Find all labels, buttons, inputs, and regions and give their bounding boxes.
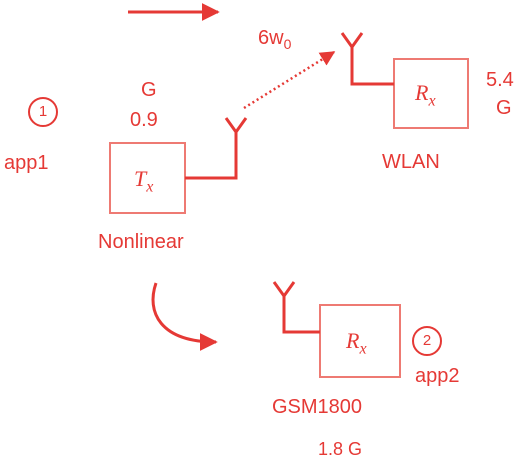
harmonic-label: 6w0	[258, 27, 292, 52]
app2-label: app2	[415, 365, 460, 387]
antenna-icon	[340, 32, 364, 48]
app1-number-badge: 1	[28, 97, 58, 127]
gsm-receiver-box	[319, 304, 401, 378]
transmitter-symbol: Tx	[134, 166, 154, 196]
wlan-receiver-symbol: Rx	[415, 80, 436, 110]
wlan-freq-unit: G	[496, 97, 512, 119]
gsm-freq: 1.8 G	[318, 439, 363, 459]
transmitter-freq-unit: G	[141, 79, 157, 101]
curved-arrow-icon	[151, 282, 218, 351]
wlan-feed-line	[350, 45, 394, 86]
app2-number-badge: 2	[412, 326, 442, 356]
gsm-receiver-symbol: Rx	[346, 328, 367, 358]
wlan-freq-value: 5.4	[486, 69, 514, 91]
app1-label: app1	[4, 152, 49, 174]
gsm-feed-line	[282, 294, 320, 334]
wlan-receiver-box	[393, 58, 469, 129]
dotted-arrow-icon	[243, 50, 336, 110]
transmitter-freq-value: 0.9	[130, 109, 158, 131]
antenna-icon	[224, 117, 248, 133]
gsm-label: GSM1800	[272, 396, 363, 418]
transmitter-feed-line	[185, 130, 238, 180]
transmitter-label: Nonlinear	[98, 231, 184, 253]
wlan-label: WLAN	[382, 151, 440, 173]
antenna-icon	[272, 281, 296, 297]
